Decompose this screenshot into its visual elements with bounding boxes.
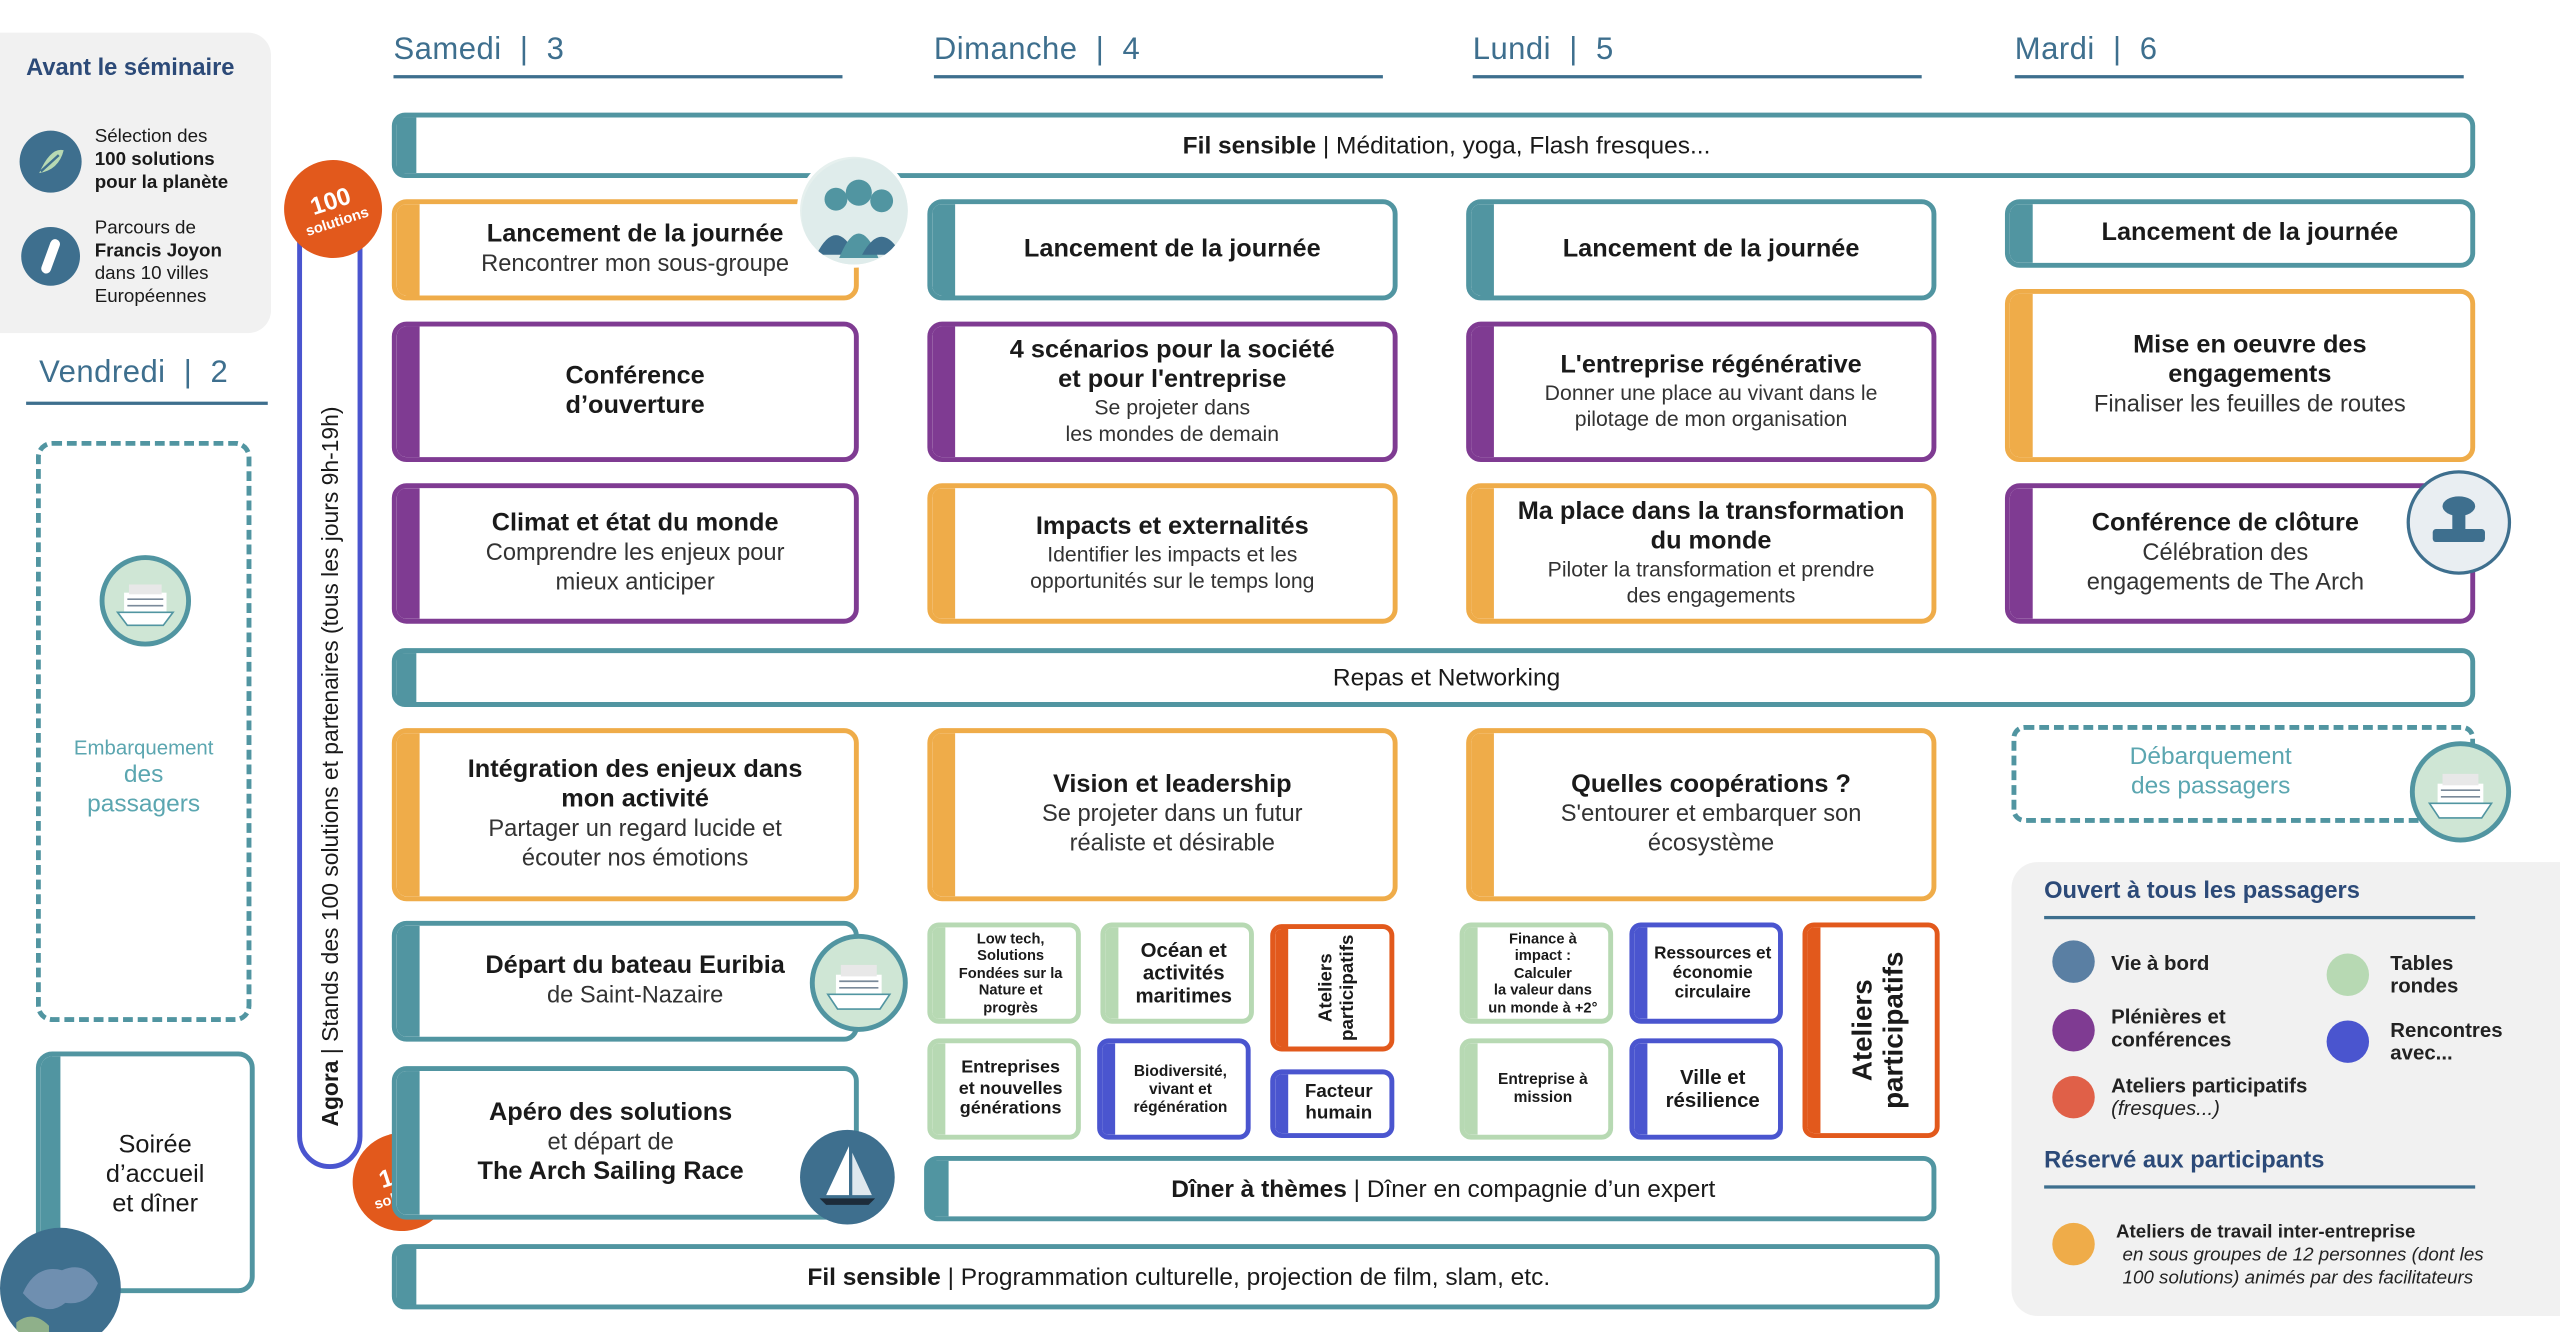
welcome-evening-label: Soirée d’accueil et dîner	[105, 1131, 205, 1218]
disembark-box	[2011, 724, 2476, 823]
sat-departure-card: Départ du bateau Euribia de Saint-Nazair…	[391, 920, 859, 1042]
day-underline	[393, 75, 843, 78]
sun-scenarios-card: 4 scénarios pour la société et pour l'en…	[927, 321, 1398, 463]
pre-seminar-title: Avant le séminaire	[26, 55, 235, 82]
disembark-label: Débarquement des passagers	[2129, 742, 2292, 801]
mon-transformation-card: Ma place dans la transformation du monde…	[1466, 483, 1937, 624]
agora-label: Agora | Stands des 100 solutions et part…	[316, 406, 343, 1127]
plant-icon	[19, 130, 82, 193]
sat-opening-conference-card: Conférence d’ouverture	[391, 321, 859, 463]
sat-integration-card: Intégration des enjeux dans mon activité…	[391, 728, 859, 902]
legend-interbusiness: Ateliers de travail inter-entreprise en …	[2115, 1222, 2484, 1289]
sat-launch-card: Lancement de la journée Rencontrer mon s…	[391, 199, 859, 301]
day-underline	[933, 75, 1383, 78]
meal-networking-band: Repas et Networking	[391, 648, 2476, 707]
day-header-friday: Vendredi | 2	[39, 355, 229, 391]
legend-meetings: Rencontres avec...	[2390, 1018, 2503, 1065]
legend-dot-green	[2326, 953, 2370, 996]
themed-dinner-band: Dîner à thèmes | Dîner en compagnie d’un…	[924, 1155, 1937, 1222]
sailboat-icon	[800, 1129, 895, 1225]
legend-dot-blue	[2326, 1020, 2370, 1063]
fil-sensible-bottom-band: Fil sensible | Programmation culturelle,…	[391, 1244, 1940, 1310]
legend-dot-purple	[2052, 1009, 2095, 1052]
boarding-label: Embarquement des passagers	[73, 736, 214, 818]
ship-icon	[99, 555, 192, 647]
legend-plenary: Plénières et conférences	[2111, 1005, 2232, 1052]
day-header-tuesday: Mardi | 6	[2014, 32, 2158, 67]
boarding-box	[35, 440, 252, 1023]
legend-workshops: Ateliers participatifs (fresques...)	[2111, 1074, 2308, 1121]
legend-open-title: Ouvert à tous les passagers	[2044, 878, 2360, 905]
legend-dot-teal	[2052, 940, 2095, 983]
tue-commitments-card: Mise en oeuvre des engagements Finaliser…	[2004, 288, 2476, 463]
day-underline	[26, 401, 268, 405]
day-header-saturday: Samedi | 3	[393, 32, 565, 67]
day-header-sunday: Dimanche | 4	[933, 32, 1141, 67]
mon-regenerative-card: L'entreprise régénérative Donner une pla…	[1466, 321, 1937, 463]
legend-panel	[2011, 862, 2560, 1316]
sat-climate-card: Climat et état du monde Comprendre les e…	[391, 483, 859, 624]
legend-dot-red	[2052, 1075, 2095, 1119]
sun-impacts-card: Impacts et externalités Identifier les i…	[927, 483, 1398, 624]
agora-bar	[297, 192, 363, 1170]
mon-launch-card: Lancement de la journée	[1466, 199, 1937, 301]
legend-reserved-title: Réservé aux participants	[2044, 1147, 2325, 1174]
tue-closing-conference-card: Conférence de clôture Célébration des en…	[2004, 483, 2476, 624]
day-header-monday: Lundi | 5	[1472, 32, 1614, 67]
day-underline	[2014, 75, 2464, 78]
legend-dot-orange	[2052, 1222, 2095, 1266]
stamp-icon	[2406, 470, 2512, 575]
ship-icon	[2409, 741, 2512, 843]
fil-sensible-top-band: Fil sensible | Méditation, yoga, Flash f…	[391, 112, 2476, 178]
sun-launch-card: Lancement de la journée	[927, 199, 1398, 301]
solutions-badge: 100 solutions	[271, 147, 395, 271]
sat-aperitif-card: Apéro des solutions et départ de The Arc…	[391, 1066, 859, 1220]
sun-vision-card: Vision et leadership Se projeter dans un…	[927, 728, 1398, 902]
pre-item-route: Parcours de Francis Joyon dans 10 villes…	[94, 218, 222, 307]
legend-divider	[2044, 915, 2476, 919]
legend-vie: Vie à bord	[2111, 951, 2210, 975]
pre-item-selection: Sélection des 100 solutions pour la plan…	[94, 127, 229, 193]
legend-divider	[2044, 1185, 2476, 1188]
mon-cooperation-card: Quelles coopérations ? S'entourer et emb…	[1466, 728, 1937, 902]
europe-map-icon	[0, 1227, 121, 1332]
ship-icon	[809, 933, 908, 1032]
boat-route-icon	[20, 225, 82, 287]
legend-tables: Tables rondes	[2390, 951, 2459, 998]
group-photo-icon	[796, 153, 912, 268]
day-underline	[1472, 75, 1922, 78]
tue-launch-card: Lancement de la journée	[2004, 199, 2476, 268]
